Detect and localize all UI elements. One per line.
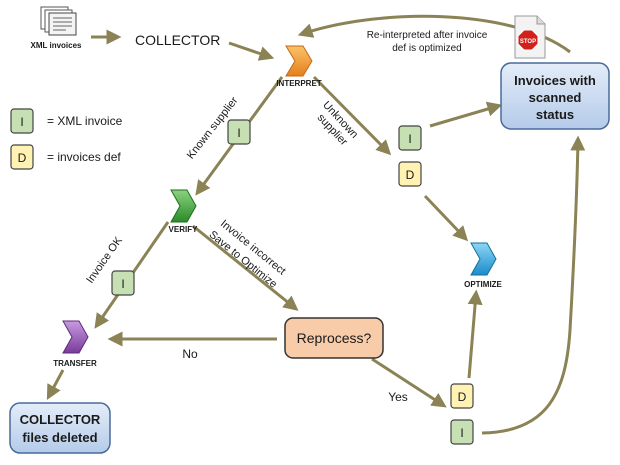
invoice-token-ok-letter: I (121, 277, 124, 291)
xml-invoices-icon (40, 6, 77, 36)
reprocess-box (284, 317, 384, 359)
interpret-label: INTERPRET (276, 79, 321, 88)
def-token-unknown-letter: D (406, 168, 415, 182)
invoice-token-known: I (227, 119, 251, 145)
verify-chevron (170, 189, 197, 223)
reinterpret-line2: def is optimized (392, 43, 461, 54)
edge-to-optimize-from-d (467, 289, 483, 379)
scanned-status-line1: Invoices with (514, 73, 596, 88)
reprocess-label: Reprocess? (297, 330, 372, 346)
no-label: No (182, 347, 198, 361)
legend-invoice-swatch (10, 108, 34, 134)
files-deleted-line2: files deleted (22, 430, 97, 445)
legend: I = XML invoice D = invoices def (10, 108, 123, 170)
yes-label: Yes (388, 390, 408, 404)
invoice-token-known-letter: I (237, 126, 240, 140)
def-token-yes-letter: D (458, 390, 467, 404)
transfer-label: TRANSFER (53, 359, 97, 368)
invoice-token-ok: I (111, 270, 135, 296)
edge-collector-to-interpret (228, 41, 275, 61)
legend-def-letter: D (18, 151, 27, 165)
scanned-status-line3: status (536, 107, 574, 122)
def-token-unknown: D (398, 161, 422, 187)
invoice-token-unknown: I (398, 125, 422, 151)
legend-invoice-text: = XML invoice (47, 114, 123, 128)
verify-label: VERIFY (169, 225, 199, 234)
def-token-yes: D (450, 383, 474, 409)
legend-invoice-letter: I (20, 115, 23, 129)
edge-reprocess-yes (371, 357, 447, 408)
edge-invoice-incorrect (192, 224, 299, 311)
xml-invoices-label: XML invoices (31, 41, 83, 50)
scanned-status-box (500, 62, 610, 130)
reinterpret-line1: Re-interpreted after invoice (367, 30, 488, 41)
invoice-token-unknown-letter: I (408, 132, 411, 146)
files-deleted-line1: COLLECTOR (20, 412, 101, 427)
scanned-status-line2: scanned (529, 90, 582, 105)
edge-unknown-supplier (312, 75, 392, 156)
invoice-token-yes-letter: I (460, 426, 463, 440)
stop-sign-text: STOP (520, 39, 536, 45)
edge-to-scanned-status-from-i (481, 135, 586, 435)
stop-sign-document-icon: STOP (514, 15, 546, 59)
edge-transfer-to-deleted (46, 369, 65, 400)
legend-def-swatch (10, 144, 34, 170)
optimize-chevron (470, 242, 497, 276)
collector-label: COLLECTOR (135, 32, 220, 48)
legend-def-text: = invoices def (47, 150, 121, 164)
edge-to-scanned-status (429, 101, 503, 128)
transfer-chevron (62, 320, 89, 354)
interpret-chevron (285, 45, 313, 77)
invoice-token-yes: I (450, 419, 474, 445)
optimize-label: OPTIMIZE (464, 280, 502, 289)
files-deleted-box (9, 402, 111, 454)
edge-to-optimize (423, 194, 469, 242)
